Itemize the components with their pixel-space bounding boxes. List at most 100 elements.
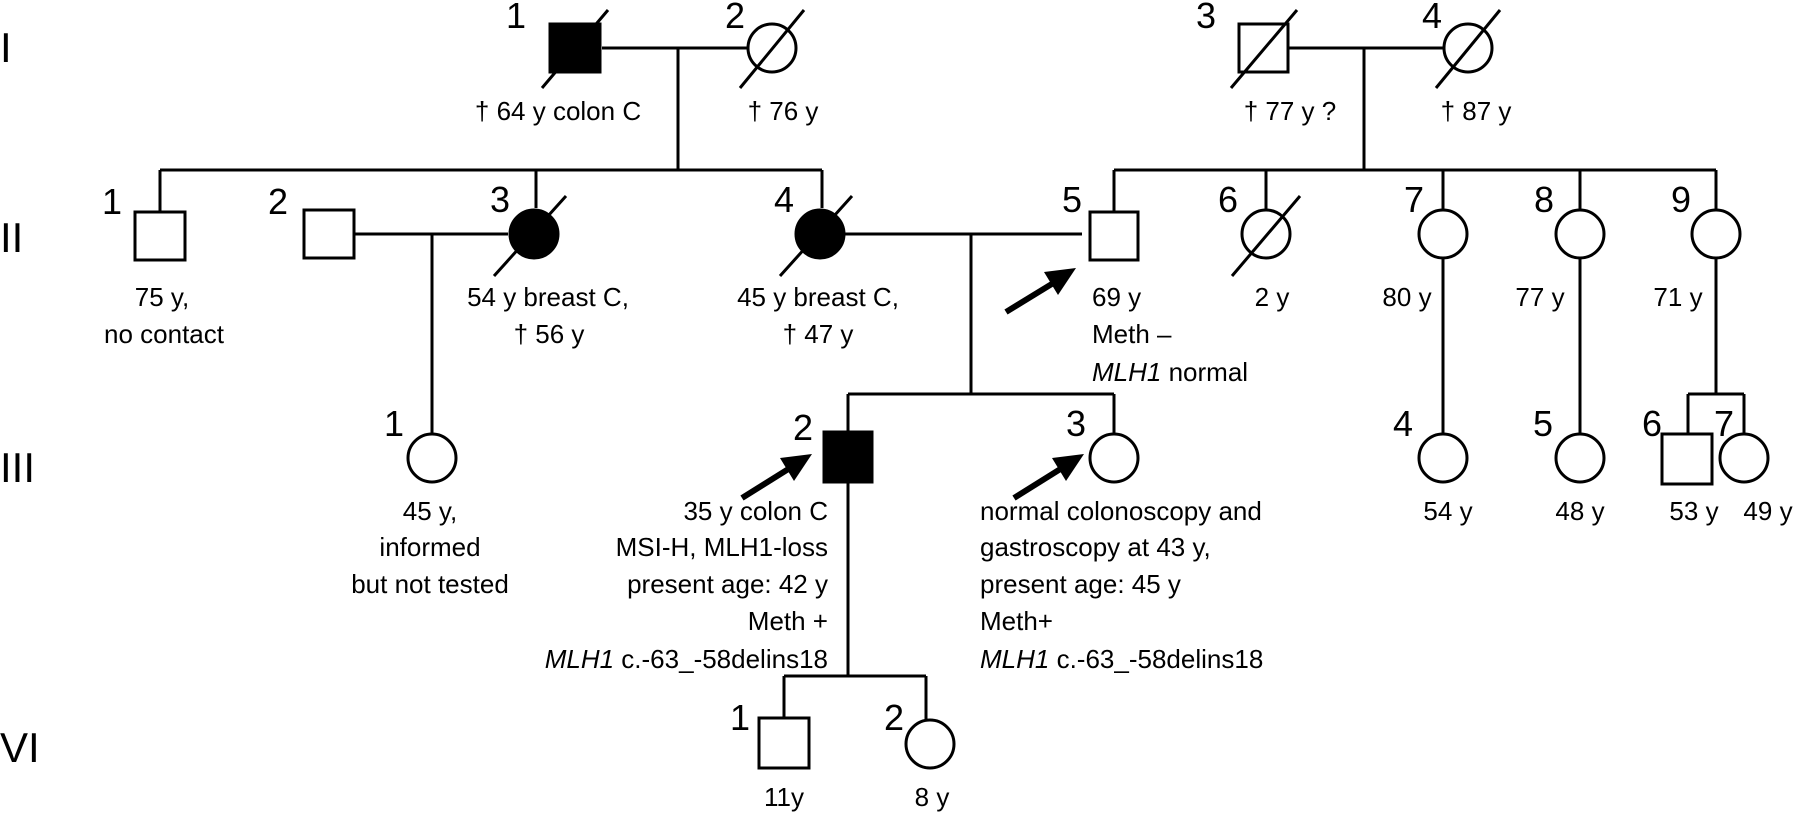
proband-arrow-II5: [1004, 268, 1076, 315]
female-symbol: [1718, 432, 1770, 484]
individual-annotation: † 77 y ?: [1244, 96, 1337, 126]
individual-annotation: 49 y: [1743, 496, 1792, 526]
individual-I4: 4 † 87 y: [1422, 0, 1511, 126]
individual-annotation: gastroscopy at 43 y,: [980, 532, 1211, 562]
individual-annotation: † 87 y: [1441, 96, 1512, 126]
individual-annotation: 75 y,: [135, 282, 189, 312]
gene-result-line: MLH1 normal: [1092, 357, 1248, 387]
individual-annotation: 48 y: [1555, 496, 1604, 526]
individual-II2: 2: [268, 181, 356, 260]
individual-annotation: Meth +: [748, 606, 828, 636]
individual-annotation: 71 y: [1653, 282, 1702, 312]
generation-label-2: II: [0, 214, 23, 261]
individual-number: 9: [1671, 179, 1691, 220]
deceased-slash: [1229, 9, 1299, 89]
proband-arrow-III2: [740, 454, 812, 501]
male-symbol: [757, 716, 811, 770]
generation-label-3: III: [0, 444, 35, 491]
female-symbol: [904, 718, 956, 770]
individual-III5: 5 48 y: [1533, 403, 1606, 526]
individual-annotation: 8 y: [915, 782, 950, 812]
proband-arrow-III3: [1012, 454, 1084, 501]
individual-annotation: 80 y: [1382, 282, 1431, 312]
gene-result: c.-63_-58delins18: [614, 644, 828, 674]
gene-result: normal: [1161, 357, 1248, 387]
arrow-shaft: [1004, 279, 1057, 315]
deceased-slash: [738, 9, 806, 89]
individual-annotation: Meth –: [1092, 319, 1172, 349]
individual-annotation: no contact: [104, 319, 225, 349]
individual-number: 7: [1714, 403, 1734, 444]
individual-II3: 3 54 y breast C, † 56 y: [467, 179, 629, 349]
individual-number: 7: [1404, 179, 1424, 220]
individual-annotation: present age: 45 y: [980, 569, 1181, 599]
individual-annotation: normal colonoscopy and: [980, 496, 1262, 526]
deceased-slash: [540, 9, 610, 89]
individual-number: 8: [1534, 179, 1554, 220]
individual-III7: 7 49 y: [1714, 403, 1793, 526]
pedigree-lines: [158, 46, 1746, 720]
individual-annotation: † 56 y: [514, 319, 585, 349]
individual-number: 1: [102, 181, 122, 222]
female-symbol: [1417, 432, 1469, 484]
individual-annotation: MSI-H, MLH1-loss: [616, 532, 828, 562]
individual-number: 5: [1533, 403, 1553, 444]
individual-number: 2: [725, 0, 745, 36]
individual-number: 3: [1066, 403, 1086, 444]
generation-label-1: I: [0, 24, 12, 71]
arrow-shaft: [1012, 465, 1064, 501]
generation-label-4: VI: [0, 724, 40, 771]
deceased-slash: [1434, 9, 1502, 89]
individual-annotation: 35 y colon C: [683, 496, 828, 526]
individual-III1: 1 45 y, informed but not tested: [351, 403, 509, 599]
gene-name: MLH1: [545, 644, 614, 674]
individual-annotation: † 76 y: [748, 96, 819, 126]
gene-name: MLH1: [1092, 357, 1161, 387]
individual-VI2: 2 8 y: [884, 697, 956, 812]
individual-number: 5: [1062, 179, 1082, 220]
individual-VI1: 1 11y: [730, 697, 811, 812]
individual-II6: 6 2 y: [1218, 179, 1302, 312]
female-symbol: [406, 432, 458, 484]
arrow-head: [780, 454, 812, 481]
individual-I2: 2 † 76 y: [725, 0, 818, 126]
female-symbol: [1690, 208, 1742, 260]
male-symbol: [1660, 432, 1714, 486]
deceased-slash: [492, 194, 568, 278]
female-symbol: [1554, 208, 1606, 260]
female-symbol: [1554, 432, 1606, 484]
individual-III4: 4 54 y: [1393, 403, 1473, 526]
individual-number: 1: [506, 0, 526, 36]
individual-number: 6: [1218, 179, 1238, 220]
gene-result: c.-63_-58delins18: [1049, 644, 1263, 674]
male-symbol: [133, 210, 187, 262]
deceased-slash: [1230, 195, 1302, 277]
individual-annotation: 54 y breast C,: [467, 282, 629, 312]
individual-number: 6: [1642, 403, 1662, 444]
individual-number: 2: [793, 407, 813, 448]
individual-annotation: 45 y breast C,: [737, 282, 899, 312]
individual-annotation: 11y: [764, 782, 804, 812]
individual-III6: 6 53 y: [1642, 403, 1719, 526]
individual-annotation: 69 y: [1092, 282, 1141, 312]
individual-annotation: Meth+: [980, 606, 1053, 636]
individual-II9: 9 71 y: [1653, 179, 1742, 312]
individual-II7: 7 80 y: [1382, 179, 1469, 312]
individual-annotation: but not tested: [351, 569, 509, 599]
individual-number: 1: [384, 403, 404, 444]
male-symbol: [1088, 210, 1140, 262]
individual-I1: 1 † 64 y colon C: [475, 0, 641, 126]
individual-annotation: † 64 y colon C: [475, 96, 641, 126]
individual-number: 3: [490, 179, 510, 220]
male-symbol: [302, 208, 356, 260]
gene-name: MLH1: [980, 644, 1049, 674]
female-symbol: [1088, 432, 1140, 484]
deceased-slash: [778, 194, 854, 278]
individual-annotation: informed: [379, 532, 480, 562]
individual-III3: 3 normal colonoscopy and gastroscopy at …: [980, 403, 1263, 674]
individual-annotation: 2 y: [1255, 282, 1290, 312]
individual-II1: 1 75 y, no contact: [102, 181, 225, 349]
individual-annotation: present age: 42 y: [627, 569, 828, 599]
individual-II8: 8 77 y: [1515, 179, 1606, 312]
